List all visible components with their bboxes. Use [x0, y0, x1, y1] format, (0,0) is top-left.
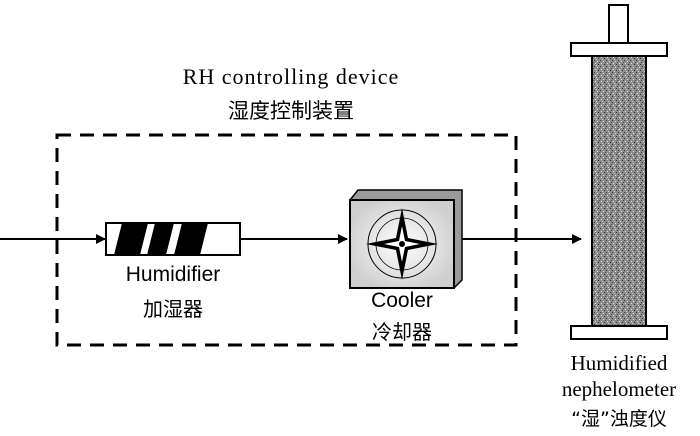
humidifier-label-zh: 加湿器: [143, 297, 203, 321]
cooler: [348, 189, 463, 290]
nephelometer-label-zh: “湿”浊度仪: [571, 408, 667, 430]
nephelometer-label-en-line1: Humidified: [570, 351, 668, 375]
humidifier: [105, 222, 241, 256]
device-title-zh: 湿度控制装置: [228, 99, 354, 123]
cooler-label-en: Cooler: [371, 289, 433, 312]
nephelometer: [570, 4, 668, 340]
cooler-label-zh: 冷却器: [372, 320, 432, 344]
humidifier-stripe: [147, 223, 174, 255]
device-title-en: RH controlling device: [182, 64, 400, 89]
humidifier-stripe: [174, 223, 208, 255]
nephelometer-label-en-line2: nephelometer: [561, 377, 677, 401]
humidifier-stripe: [114, 223, 148, 255]
humidifier-label-en: Humidifier: [125, 263, 221, 286]
